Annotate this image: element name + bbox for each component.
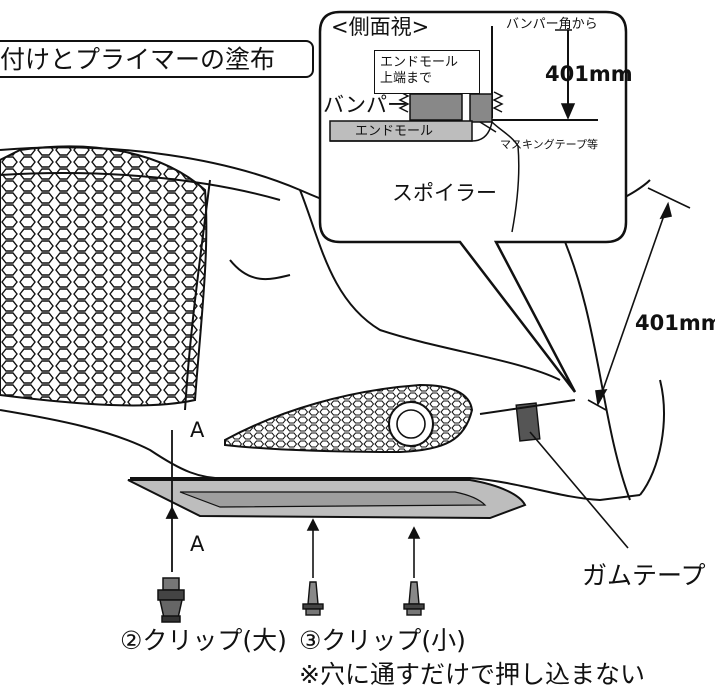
clip-small-icon-2 (403, 581, 425, 616)
inset-end-mold-top-line1: エンドモール (380, 55, 459, 70)
inset-bumper-section (329, 26, 598, 233)
side-view-callout (318, 10, 628, 393)
inset-heading: <側面視> (331, 15, 430, 39)
title-frame (0, 40, 314, 78)
clip-large-icon (157, 577, 185, 623)
section-a-line (165, 430, 179, 572)
dimension-401mm (587, 187, 691, 411)
gum-tape-leader (529, 431, 629, 549)
inset-spoiler-label: スポイラー (392, 181, 497, 205)
clip-small-label: ③クリップ(小) (299, 626, 466, 655)
inset-bumper-corner-label: バンパー角から (506, 17, 598, 32)
inset-end-mold-label: エンドモール (355, 124, 434, 139)
clip-large-label: ②クリップ(大) (120, 626, 287, 655)
inset-masking-tape-label: マスキングテープ等 (500, 138, 599, 151)
clip-arrows (306, 518, 421, 578)
inset-end-mold-top-line2: 上端まで (380, 71, 433, 86)
inset-end-mold-top-box (374, 50, 480, 94)
inset-distance-label: 401mm (545, 62, 633, 86)
lower-grille (224, 383, 474, 454)
gum-tape-label: ガムテープ (582, 561, 706, 590)
inset-bumper-label: バンパー (323, 93, 409, 117)
section-a-bottom-label: A (190, 532, 205, 556)
gum-tape-patch (515, 402, 541, 442)
section-a-top-label: A (190, 418, 205, 442)
main-distance-label: 401mm (635, 311, 715, 335)
installation-note: ※穴に通すだけで押し込まない (299, 660, 645, 689)
page-title: 付けとプライマーの塗布 (0, 45, 276, 74)
front-grille (0, 145, 208, 407)
clip-small-icon-1 (302, 581, 324, 616)
